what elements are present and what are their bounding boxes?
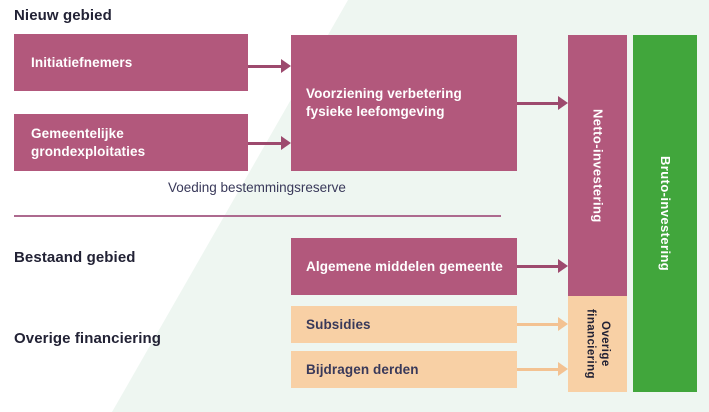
arrow-shaft — [248, 141, 281, 145]
arrow-shaft — [517, 367, 558, 371]
arrow-head — [558, 259, 568, 273]
box-gemeentelijke-grondexploitaties: Gemeentelijke grondexploitaties — [14, 114, 248, 171]
arrow-shaft — [517, 264, 558, 268]
box-gemeentelijke-grondexploitaties-label: Gemeentelijke grondexploitaties — [31, 125, 146, 159]
arrow-subsidies-to-overige-icon — [517, 316, 568, 332]
bar-bruto-investering: Bruto-investering — [633, 35, 697, 392]
annotation-voeding-bestemmingsreserve: Voeding bestemmingsreserve — [168, 180, 346, 195]
arrow-head — [281, 136, 291, 150]
box-algemene-middelen: Algemene middelen gemeente — [291, 238, 517, 295]
bar-netto-investering: Netto-investering — [568, 35, 627, 296]
box-voorziening-label: Voorziening verbetering fysieke leefomge… — [306, 86, 462, 119]
box-initiatiefnemers-label: Initiatiefnemers — [31, 54, 133, 70]
box-subsidies: Subsidies — [291, 306, 517, 343]
section-header-nieuw-gebied: Nieuw gebied — [14, 7, 112, 24]
bar-netto-investering-label: Netto-investering — [590, 108, 606, 223]
box-bijdragen-derden-label: Bijdragen derden — [306, 361, 419, 377]
bar-bruto-investering-label: Bruto-investering — [658, 155, 674, 272]
arrow-voorziening-to-netto-icon — [517, 95, 568, 111]
arrow-shaft — [248, 64, 281, 68]
arrow-bijdragen-to-overige-icon — [517, 361, 568, 377]
box-algemene-middelen-label: Algemene middelen gemeente — [306, 258, 503, 274]
arrow-head — [558, 362, 568, 376]
box-voorziening: Voorziening verbetering fysieke leefomge… — [291, 35, 517, 171]
arrow-algemene-middelen-to-netto-icon — [517, 258, 568, 274]
arrow-initiatiefnemers-to-voorziening-icon — [248, 58, 291, 74]
arrow-head — [558, 96, 568, 110]
box-bijdragen-derden: Bijdragen derden — [291, 351, 517, 388]
section-header-bestaand-gebied: Bestaand gebied — [14, 249, 136, 266]
arrow-grondexploitaties-to-voorziening-icon — [248, 135, 291, 151]
arrow-shaft — [517, 101, 558, 105]
section-header-overige-financiering: Overige financiering — [14, 330, 162, 347]
box-subsidies-label: Subsidies — [306, 316, 371, 332]
section-divider — [14, 215, 501, 217]
arrow-shaft — [517, 322, 558, 326]
box-initiatiefnemers: Initiatiefnemers — [14, 34, 248, 91]
arrow-head — [558, 317, 568, 331]
arrow-head — [281, 59, 291, 73]
bar-overige-financiering-label: Overige financiering — [584, 309, 611, 379]
bar-overige-financiering: Overige financiering — [568, 296, 627, 392]
